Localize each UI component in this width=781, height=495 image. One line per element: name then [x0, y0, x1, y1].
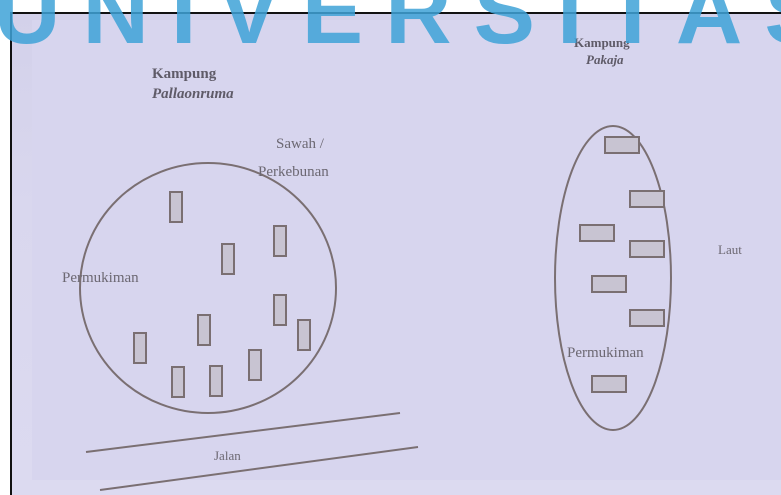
road-label: Jalan	[214, 448, 241, 463]
house	[629, 309, 665, 327]
house	[171, 366, 185, 398]
right-village-houses	[579, 136, 665, 393]
left-settlement-label: Permukiman	[62, 270, 139, 286]
house	[604, 136, 640, 154]
house	[591, 275, 627, 293]
left-village-name: Pallaonruma	[152, 86, 234, 102]
left-village-houses	[133, 191, 311, 398]
field-label-line2: Perkebunan	[258, 164, 329, 180]
field-label-line1: Sawah /	[276, 136, 324, 152]
house	[221, 243, 235, 275]
right-village-name: Pakaja	[586, 52, 624, 67]
house	[197, 314, 211, 346]
house	[297, 319, 311, 351]
house	[248, 349, 262, 381]
road-edge-bottom	[99, 446, 419, 491]
sea-label: Laut	[718, 242, 742, 257]
house	[273, 294, 287, 326]
house	[591, 375, 627, 393]
house	[579, 224, 615, 242]
road-edge-top	[85, 412, 401, 453]
house	[629, 240, 665, 258]
left-village-boundary	[79, 162, 337, 414]
house	[169, 191, 183, 223]
left-village-title: Kampung	[152, 66, 217, 82]
right-settlement-label: Permukiman	[567, 345, 644, 361]
right-village-title: Kampung	[574, 35, 630, 50]
house	[133, 332, 147, 364]
house	[273, 225, 287, 257]
right-village-boundary	[554, 125, 672, 431]
house	[209, 365, 223, 397]
house	[629, 190, 665, 208]
